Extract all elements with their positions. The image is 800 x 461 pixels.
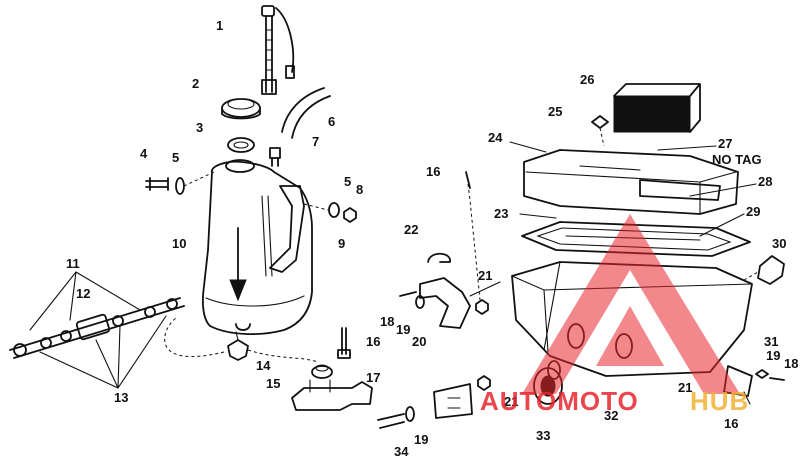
airbox-cover: [523, 149, 739, 215]
fuel-petcock: [227, 339, 249, 361]
callout-19b: 19: [766, 348, 780, 363]
callout-21b: 21: [678, 380, 692, 395]
lower-mount-bracket: [291, 381, 373, 411]
callout-32: 32: [604, 408, 618, 423]
mount-grommet: [311, 365, 333, 379]
callout-31: 31: [764, 334, 778, 349]
callout-3: 3: [196, 120, 203, 135]
callout-14: 14: [256, 358, 271, 373]
callout-9: 9: [338, 236, 345, 251]
callout-17: 17: [366, 370, 380, 385]
mount-bolt: [145, 177, 169, 191]
air-box-assembly: [377, 83, 785, 429]
vent-hose: [281, 87, 331, 139]
callout-7: 7: [312, 134, 319, 149]
callout-29: 29: [746, 204, 760, 219]
tank-bracket: [269, 185, 305, 273]
callout-30: 30: [772, 236, 786, 251]
callout-labels: 1 2 3 4 5 6 7 5 8 9 10 11 12 13 14 15 16…: [66, 18, 798, 459]
callout-11: 11: [66, 256, 80, 271]
callout-12: 12: [76, 286, 90, 301]
callout-5b: 5: [344, 174, 351, 189]
callout-34: 34: [394, 444, 409, 459]
callout-28: 28: [758, 174, 772, 189]
callout-16b: 16: [426, 164, 440, 179]
callout-25: 25: [548, 104, 562, 119]
callout-4: 4: [140, 146, 148, 161]
watermark-text-primary: AUTOMOTO: [480, 386, 639, 416]
callout-19: 19: [396, 322, 410, 337]
callout-16c: 16: [724, 416, 738, 431]
callout-22: 22: [404, 222, 418, 237]
callout-2: 2: [192, 76, 199, 91]
callout-19c: 19: [414, 432, 428, 447]
callout-18: 18: [380, 314, 394, 329]
fuel-tank-assembly: [9, 5, 373, 411]
callout-23: 23: [494, 206, 508, 221]
callout-6: 6: [328, 114, 335, 129]
callout-8: 8: [356, 182, 363, 197]
callout-16: 16: [366, 334, 380, 349]
callout-20: 20: [412, 334, 426, 349]
airbox-bracket: [419, 277, 471, 329]
fuel-sender-rod: [261, 5, 295, 95]
callout-24: 24: [488, 130, 503, 145]
callout-26: 26: [580, 72, 594, 87]
fuel-tank: [202, 160, 313, 335]
airbox-gasket: [521, 221, 751, 257]
callout-18b: 18: [784, 356, 798, 371]
callout-15: 15: [266, 376, 280, 391]
no-tag-note: NO TAG: [712, 152, 762, 167]
callout-33: 33: [536, 428, 550, 443]
watermark-text-secondary: HUB: [690, 386, 749, 416]
tank-cap: [221, 98, 261, 120]
callout-5: 5: [172, 150, 179, 165]
callout-27: 27: [718, 136, 732, 151]
callout-10: 10: [172, 236, 186, 251]
callout-21c: 21: [504, 394, 518, 409]
watermark-logo: AUTOMOTO HUB: [480, 214, 749, 416]
cap-gasket: [227, 137, 255, 153]
callout-1: 1: [216, 18, 223, 33]
filter-element: [613, 95, 691, 133]
callout-21: 21: [478, 268, 492, 283]
fuel-line-assembly: [9, 271, 185, 389]
callout-13: 13: [114, 390, 128, 405]
hose-fitting: [269, 147, 281, 167]
